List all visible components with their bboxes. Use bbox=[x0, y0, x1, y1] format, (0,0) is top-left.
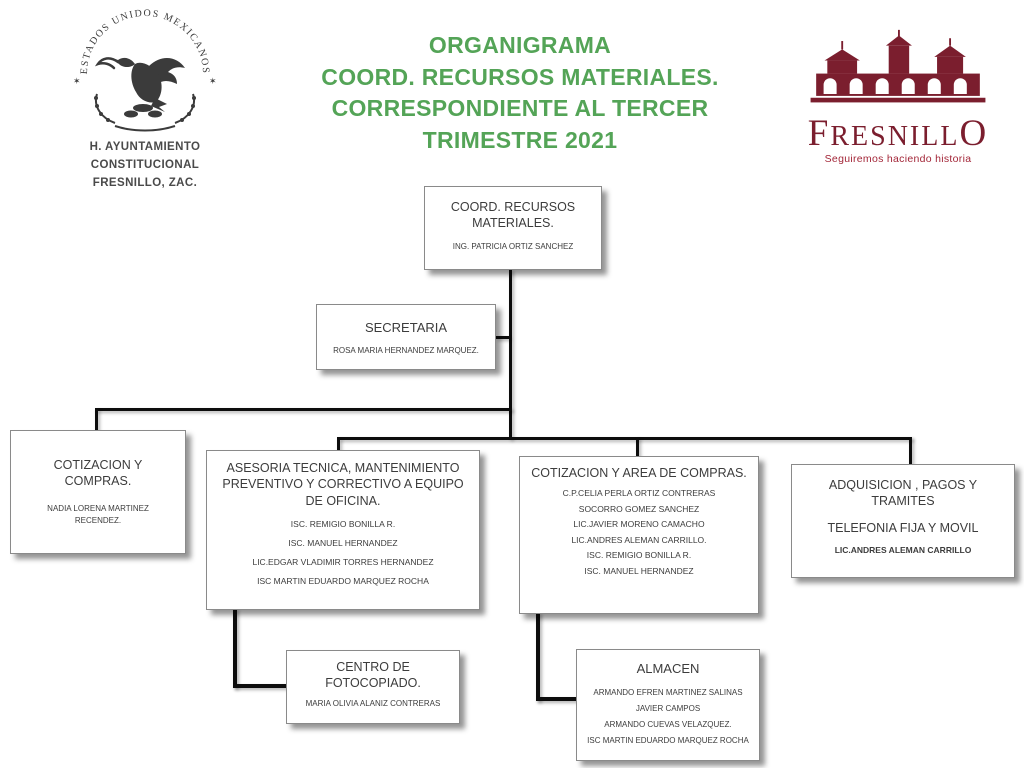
org-box-subtitle: TELEFONIA FIJA Y MOVIL bbox=[827, 520, 979, 535]
org-box-member: LIC.ANDRES ALEMAN CARRILLO bbox=[834, 544, 972, 555]
org-box-member: ISC. REMIGIO BONILLA R. bbox=[290, 518, 396, 529]
org-box-title: ASESORIA TECNICA, MANTENIMIENTO PREVENTI… bbox=[222, 461, 464, 508]
org-box-member: ISC MARTIN EDUARDO MARQUEZ ROCHA bbox=[257, 576, 429, 587]
connector-centro-horizontal bbox=[233, 684, 288, 688]
org-box-cotizacion-y-area-de-compras: COTIZACION Y AREA DE COMPRAS. C.P.CELIA … bbox=[519, 456, 759, 614]
seal-star-right: ✶ bbox=[209, 76, 217, 86]
laurel-leaves bbox=[94, 96, 196, 122]
org-box-member: MARIA OLIVIA ALANIZ CONTRERAS bbox=[305, 698, 441, 708]
org-box-title: COTIZACION Y COMPRAS. bbox=[53, 458, 143, 489]
connector-row-horizontal bbox=[338, 437, 912, 440]
page-title-line: CORRESPONDIENTE AL TERCER bbox=[331, 95, 709, 122]
org-box-member: LIC.ANDRES ALEMAN CARRILLO. bbox=[571, 534, 707, 545]
seal-caption-line: H. AYUNTAMIENTO bbox=[89, 141, 201, 153]
page-title: ORGANIGRAMA COORD. RECURSOS MATERIALES. … bbox=[282, 30, 758, 157]
connector-centro-vertical bbox=[233, 608, 237, 688]
connector-almacen-horizontal bbox=[536, 697, 578, 701]
org-box-member: ROSA MARIA HERNANDEZ MARQUEZ. bbox=[333, 345, 479, 355]
org-box-member: SOCORRO GOMEZ SANCHEZ bbox=[578, 503, 700, 514]
fresnillo-logo: FRESNILLO Seguiremos haciendo historia bbox=[780, 28, 1016, 165]
org-box-member: ING. PATRICIA ORTIZ SANCHEZ bbox=[452, 241, 574, 251]
org-box-member-list: C.P.CELIA PERLA ORTIZ CONTRERAS SOCORRO … bbox=[530, 486, 748, 579]
org-box-member: JAVIER CAMPOS bbox=[635, 703, 701, 713]
connector-asesoria-drop bbox=[337, 437, 340, 452]
org-box-member-list: ARMANDO EFREN MARTINEZ SALINAS JAVIER CA… bbox=[583, 685, 753, 749]
org-box-title: ALMACEN bbox=[636, 661, 700, 676]
org-box-title: CENTRO DE FOTOCOPIADO. bbox=[325, 660, 421, 691]
municipal-seal: ESTADOS UNIDOS MEXICANOS ✶ ✶ bbox=[45, 8, 245, 192]
connector-coord-vertical bbox=[509, 269, 512, 439]
org-box-asesoria-tecnica: ASESORIA TECNICA, MANTENIMIENTO PREVENTI… bbox=[206, 450, 480, 610]
fresnillo-monument-icon bbox=[810, 29, 986, 103]
wordmark-first-letter: F bbox=[807, 113, 831, 154]
page-title-line: ORGANIGRAMA bbox=[428, 32, 612, 58]
org-box-secretaria: SECRETARIA ROSA MARIA HERNANDEZ MARQUEZ. bbox=[316, 304, 496, 370]
page-title-line: TRIMESTRE 2021 bbox=[422, 127, 618, 154]
org-box-member: LIC.EDGAR VLADIMIR TORRES HERNANDEZ bbox=[252, 557, 434, 567]
seal-caption-line: FRESNILLO, ZAC. bbox=[92, 176, 198, 189]
org-box-title: SECRETARIA bbox=[364, 320, 448, 335]
page-title-line: COORD. RECURSOS MATERIALES. bbox=[321, 63, 719, 90]
connector-almacen-vertical bbox=[536, 612, 540, 701]
org-box-member: ISC. REMIGIO BONILLA R. bbox=[586, 550, 692, 561]
connector-adquisicion-drop bbox=[909, 437, 912, 466]
wordmark-middle: RESNILL bbox=[830, 121, 960, 152]
seal-caption: H. AYUNTAMIENTO CONSTITUCIONAL FRESNILLO… bbox=[45, 139, 245, 192]
org-box-centro-de-fotocopiado: CENTRO DE FOTOCOPIADO. MARIA OLIVIA ALAN… bbox=[286, 650, 460, 724]
eagle-emblem bbox=[111, 57, 185, 118]
org-box-member: ISC MARTIN EDUARDO MARQUEZ ROCHA bbox=[587, 735, 749, 745]
org-box-coord-recursos-materiales: COORD. RECURSOS MATERIALES. ING. PATRICI… bbox=[424, 186, 602, 270]
mexican-coat-of-arms-icon: ESTADOS UNIDOS MEXICANOS ✶ ✶ bbox=[73, 8, 217, 132]
connector-cotizacion-compras-drop bbox=[95, 408, 98, 432]
org-box-title: ADQUISICION , PAGOS Y TRAMITES bbox=[828, 478, 978, 509]
connector-secretaria bbox=[496, 336, 509, 339]
org-box-cotizacion-y-compras: COTIZACION Y COMPRAS. NADIA LORENA MARTI… bbox=[10, 430, 186, 554]
org-box-member: LIC.JAVIER MORENO CAMACHO bbox=[573, 519, 705, 530]
org-box-almacen: ALMACEN ARMANDO EFREN MARTINEZ SALINAS J… bbox=[576, 649, 760, 761]
fresnillo-wordmark: FRESNILLO bbox=[780, 115, 1016, 152]
org-box-member: NADIA LORENA MARTINEZ RECENDEZ. bbox=[47, 503, 149, 525]
connector-left-branch-horizontal bbox=[95, 408, 512, 411]
org-box-member-list: ISC. REMIGIO BONILLA R. ISC. MANUEL HERN… bbox=[213, 515, 473, 592]
connector-cotizacion-area-drop bbox=[636, 437, 639, 458]
org-box-adquisicion-pagos-tramites: ADQUISICION , PAGOS Y TRAMITES TELEFONIA… bbox=[791, 464, 1015, 578]
org-box-title: COORD. RECURSOS MATERIALES. bbox=[450, 200, 576, 231]
seal-caption-line: CONSTITUCIONAL bbox=[90, 158, 200, 171]
org-box-title: COTIZACION Y AREA DE COMPRAS. bbox=[531, 466, 747, 480]
org-box-member: ARMANDO EFREN MARTINEZ SALINAS bbox=[593, 687, 743, 697]
org-box-member: ISC. MANUEL HERNANDEZ bbox=[584, 565, 694, 576]
org-box-member: ARMANDO CUEVAS VELAZQUEZ. bbox=[604, 719, 732, 729]
org-box-member: C.P.CELIA PERLA ORTIZ CONTRERAS bbox=[562, 488, 716, 499]
org-box-member: ISC. MANUEL HERNANDEZ bbox=[288, 537, 398, 548]
seal-star-left: ✶ bbox=[73, 76, 81, 86]
wordmark-last-letter: O bbox=[959, 113, 989, 154]
fresnillo-tagline: Seguiremos haciendo historia bbox=[824, 153, 972, 165]
